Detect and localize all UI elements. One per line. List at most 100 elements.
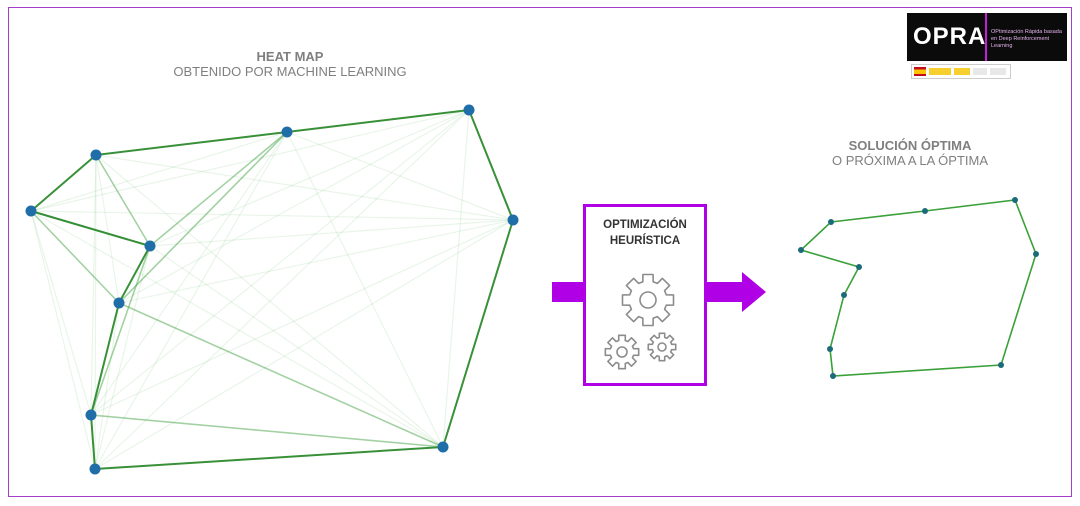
- arrow-right-icon: [707, 272, 766, 312]
- gears-graphic: [604, 273, 677, 370]
- heatmap-candidate-edge: [118, 109, 470, 304]
- heatmap-node: [25, 205, 37, 217]
- heatmap-candidate-edge: [30, 210, 92, 416]
- heuristic-optimization-box: OPTIMIZACIÓN HEURÍSTICA: [583, 204, 707, 386]
- heuristic-title: OPTIMIZACIÓN HEURÍSTICA: [586, 217, 704, 249]
- agency-logo: [973, 68, 987, 75]
- solution-node: [827, 346, 833, 352]
- gear-icon: [621, 273, 675, 327]
- logo-box: OPRA OPtimización Rápida basada en Deep …: [907, 13, 1067, 61]
- solution-node: [1012, 197, 1018, 203]
- ministry-logo: [929, 68, 951, 75]
- heatmap-candidate-edge: [95, 154, 514, 221]
- heuristic-title-line2: HEURÍSTICA: [609, 235, 681, 247]
- opra-logo: OPRA OPtimización Rápida basada en Deep …: [907, 13, 1067, 80]
- heatmap-tour-edge: [442, 219, 514, 448]
- heatmap-candidate-edge: [30, 210, 444, 448]
- solution-node: [922, 208, 928, 214]
- heatmap-node: [144, 240, 156, 252]
- heatmap-candidate-edge: [95, 154, 151, 247]
- logo-word: OPRA: [913, 23, 987, 50]
- solution-node: [998, 362, 1004, 368]
- heatmap-node: [437, 441, 449, 453]
- heatmap-tour-edge: [90, 302, 120, 416]
- heatmap-tour-edge: [118, 245, 151, 304]
- heatmap-candidate-edge: [286, 131, 514, 221]
- heatmap-tour-edge: [95, 131, 288, 156]
- solution-node: [828, 219, 834, 225]
- heatmap-tour-edge: [90, 414, 96, 470]
- heatmap-candidate-edge: [149, 131, 288, 247]
- heatmap-likely-edge: [149, 131, 288, 247]
- solution-tour: [798, 197, 1039, 379]
- arrow-right-icon: [552, 282, 583, 302]
- heatmap-candidate-edge: [90, 245, 151, 416]
- solution-node: [830, 373, 836, 379]
- heatmap-candidate-edge: [90, 154, 97, 416]
- heatmap-candidate-edge: [94, 109, 470, 470]
- heatmap-candidate-edge: [90, 219, 514, 416]
- heatmap-candidate-edge: [30, 210, 514, 221]
- heatmap-candidate-edge: [118, 219, 514, 304]
- heatmap-candidate-edge: [95, 154, 444, 448]
- heatmap-faint-edges: [30, 109, 514, 470]
- heatmap-candidate-edge: [94, 245, 151, 470]
- heatmap-candidate-edge: [149, 245, 444, 448]
- heatmap-title: HEAT MAP: [256, 49, 324, 64]
- heatmap-node: [113, 297, 125, 309]
- heatmap-likely-edge: [90, 414, 444, 448]
- heatmap-candidate-edge: [94, 131, 288, 470]
- heatmap-candidate-edge: [118, 131, 288, 304]
- heatmap-candidate-edge: [149, 109, 470, 247]
- solution-subtitle: O PRÓXIMA A LA ÓPTIMA: [831, 153, 989, 168]
- heatmap-candidate-edge: [286, 131, 444, 448]
- heatmap-node: [281, 126, 293, 138]
- gear-hole: [616, 346, 628, 358]
- solution-title: SOLUCIÓN ÓPTIMA: [848, 138, 972, 153]
- heatmap-candidate-edge: [30, 210, 120, 304]
- heatmap-candidate-edge: [95, 154, 120, 304]
- logo-description: OPtimización Rápida basada en Deep Reinf…: [991, 29, 1062, 49]
- gear-icon: [604, 334, 640, 370]
- heatmap-title-block: HEAT MAP OBTENIDO POR MACHINE LEARNING: [140, 49, 440, 79]
- heatmap-likely-edge: [30, 210, 120, 304]
- heatmap-subtitle: OBTENIDO POR MACHINE LEARNING: [173, 64, 407, 79]
- heatmap-candidate-edge: [90, 131, 288, 416]
- heatmap-node: [89, 463, 101, 475]
- heatmap-likely-edge: [118, 302, 444, 448]
- solution-tour-path: [799, 199, 1037, 377]
- heatmap-candidate-edge: [118, 302, 444, 448]
- gear-hole: [639, 291, 657, 309]
- heatmap-node: [463, 104, 475, 116]
- gear-hole: [657, 342, 667, 352]
- heatmap-candidate-edge: [149, 219, 514, 247]
- gear-icon: [647, 332, 677, 362]
- heatmap-candidate-edge: [90, 414, 444, 448]
- heatmap-strong-edges: [30, 109, 514, 470]
- heatmap-likely-edge: [90, 245, 151, 416]
- ministry-logo: [954, 68, 970, 75]
- heatmap-tour-edge: [30, 210, 151, 247]
- logo-divider: [985, 13, 987, 61]
- heatmap-node: [85, 409, 97, 421]
- border-frame: [8, 7, 1072, 497]
- agency-logo: [990, 68, 1006, 75]
- heatmap-tour-edge: [94, 446, 444, 470]
- solution-title-block: SOLUCIÓN ÓPTIMA O PRÓXIMA A LA ÓPTIMA: [770, 138, 1050, 168]
- solution-node: [1033, 251, 1039, 257]
- heatmap-candidate-edge: [30, 131, 288, 212]
- heatmap-candidate-edge: [94, 219, 514, 470]
- solution-node: [841, 292, 847, 298]
- heatmap-candidate-edge: [30, 210, 96, 470]
- heatmap-tour-edge: [30, 154, 97, 212]
- spain-flag-icon: [914, 67, 926, 76]
- heatmap-candidate-edge: [442, 109, 470, 448]
- heatmap-candidate-edge: [30, 109, 470, 212]
- solution-node: [856, 264, 862, 270]
- funding-logos-strip: [911, 64, 1011, 79]
- heatmap-tour-edge: [468, 109, 514, 221]
- heuristic-title-line1: OPTIMIZACIÓN: [603, 219, 687, 231]
- heatmap-candidate-edge: [94, 302, 120, 470]
- heatmap-node: [90, 149, 102, 161]
